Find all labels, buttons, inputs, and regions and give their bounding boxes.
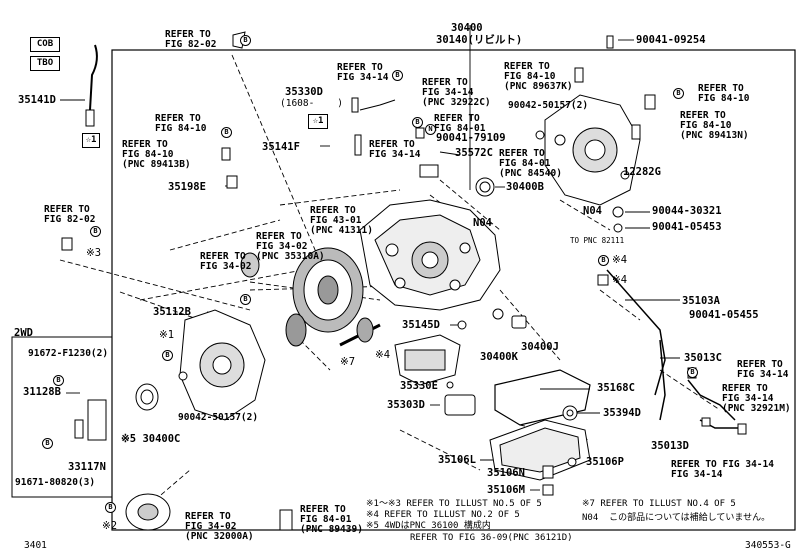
part-90042-50157-a: 90042-50157(2) xyxy=(508,100,589,111)
part-35330D: 35330D xyxy=(285,86,323,98)
label-2wd: 2WD xyxy=(14,327,33,339)
part-35145D: 35145D xyxy=(402,319,440,331)
note-mark-4a: ※4 xyxy=(612,254,628,266)
note-5: ※5 4WDはPNC 36100 構成内 xyxy=(366,521,491,531)
refer-34-14-c[interactable]: REFER TO FIG 34-14 xyxy=(737,359,789,380)
refer-82-02-top[interactable]: REFER TO FIG 82-02 xyxy=(165,29,217,50)
refer-34-14-pnc-32921M[interactable]: REFER TO FIG 34-14 (PNC 32921M) xyxy=(722,383,791,414)
refer-34-14-d[interactable]: REFER TO FIG 34-14 FIG 34-14 xyxy=(671,459,774,480)
part-35103A: 35103A xyxy=(682,295,720,307)
note-mark-1: ※1 xyxy=(159,329,175,341)
note-4: ※4 REFER TO ILLUST NO.2 OF 5 xyxy=(366,510,520,520)
refer-34-14-a[interactable]: REFER TO FIG 34-14 xyxy=(337,62,389,83)
badge-b: B xyxy=(673,88,684,99)
footer-right: 340553-G xyxy=(745,540,791,551)
part-35168C: 35168C xyxy=(597,382,635,394)
part-35013D: 35013D xyxy=(651,440,689,452)
part-35303D: 35303D xyxy=(387,399,425,411)
refer-34-14-pnc-32922C[interactable]: REFER TO FIG 34-14 (PNC 32922C) xyxy=(422,77,491,108)
part-90044-30321: 90044-30321 xyxy=(652,205,722,217)
part-35106P: 35106P xyxy=(586,456,624,468)
note-1-3: ※1～※3 REFER TO ILLUST NO.5 OF 5 xyxy=(366,499,542,509)
part-35106N: 35106N xyxy=(487,467,525,479)
to-pnc-82111: TO PNC 82111 xyxy=(570,236,625,245)
badge-b: B xyxy=(392,70,403,81)
note-7: ※7 REFER TO ILLUST NO.4 OF 5 xyxy=(582,499,736,509)
part-35112B: 35112B xyxy=(153,306,191,318)
note-5-refer: REFER TO FIG 36-09(PNC 36121D) xyxy=(410,533,573,543)
note-mark-3: ※3 xyxy=(86,247,102,259)
refer-84-10-pnc-89637K[interactable]: REFER TO FIG 84-10 (PNC 89637K) xyxy=(504,61,573,92)
refer-34-02-pnc-32000A[interactable]: REFER TO FIG 34-02 (PNC 32000A) xyxy=(185,511,254,542)
part-30400C: ※5 30400C xyxy=(121,433,181,445)
note-mark-7: ※7 xyxy=(340,356,356,368)
part-N04-center: N04 xyxy=(473,217,492,229)
code-box-tbo: TBO xyxy=(30,56,60,71)
part-35141D: 35141D xyxy=(18,94,56,106)
part-30400K: 30400K xyxy=(480,351,518,363)
badge-n: N xyxy=(425,124,436,135)
part-N04-right: N04 xyxy=(583,205,602,217)
badge-b: B xyxy=(412,117,423,128)
part-35198E: 35198E xyxy=(168,181,206,193)
part-35330E: 35330E xyxy=(400,380,438,392)
refer-34-14-b[interactable]: REFER TO FIG 34-14 xyxy=(369,139,421,160)
refer-34-02-a[interactable]: REFER TO FIG 34-02 xyxy=(200,251,252,272)
note-mark-2: ※2 xyxy=(102,520,118,532)
part-90041-05453: 90041-05453 xyxy=(652,221,722,233)
refer-84-10-pnc-89413B[interactable]: REFER TO FIG 84-10 (PNC 89413B) xyxy=(122,139,191,170)
part-35572C: 35572C xyxy=(455,147,493,159)
part-35141F: 35141F xyxy=(262,141,300,153)
part-35013C: 35013C xyxy=(684,352,722,364)
part-35106M: 35106M xyxy=(487,484,525,496)
refer-84-01-pnc-84540[interactable]: REFER TO FIG 84-01 (PNC 84540) xyxy=(499,148,562,179)
star-box-2: ☆1 xyxy=(308,114,328,129)
badge-b: B xyxy=(240,35,251,46)
part-12282G: 12282G xyxy=(623,166,661,178)
part-33117N: 33117N xyxy=(68,461,106,473)
star-box-1: ☆1 xyxy=(82,133,100,148)
refer-84-01-pnc-89439[interactable]: REFER TO FIG 84-01 (PNC 89439) xyxy=(300,504,363,535)
part-35394D: 35394D xyxy=(603,407,641,419)
refer-34-02-pnc-35310A[interactable]: REFER TO FIG 34-02 (PNC 35310A) xyxy=(256,231,325,262)
part-91671-80820: 91671-80820(3) xyxy=(15,477,96,488)
part-30400B: 30400B xyxy=(506,181,544,193)
part-30400J: 30400J xyxy=(521,341,559,353)
badge-b: B xyxy=(598,255,609,266)
part-90041-79109: 90041-79109 xyxy=(436,132,506,144)
badge-b: B xyxy=(42,438,53,449)
part-1608: (1608- ) xyxy=(280,98,343,109)
badge-b: B xyxy=(240,294,251,305)
badge-b: B xyxy=(162,350,173,361)
part-91672-F1230: 91672-F1230(2) xyxy=(28,348,109,359)
refer-84-01-a[interactable]: REFER TO FIG 84-01 xyxy=(434,113,486,134)
code-box-cob: COB xyxy=(30,37,60,52)
footer-left: 3401 xyxy=(24,540,47,551)
part-35106L: 35106L xyxy=(438,454,476,466)
refer-43-01-pnc-41311[interactable]: REFER TO FIG 43-01 (PNC 41311) xyxy=(310,205,373,236)
refer-84-10-left[interactable]: REFER TO FIG 84-10 xyxy=(155,113,207,134)
part-90041-05455: 90041-05455 xyxy=(689,309,759,321)
note-n04: N04 この部品については補給していません。 xyxy=(582,513,771,523)
badge-b: B xyxy=(90,226,101,237)
note-mark-4c: ※4 xyxy=(375,349,391,361)
refer-84-10-pnc-89413N[interactable]: REFER TO FIG 84-10 (PNC 89413N) xyxy=(680,110,749,141)
badge-b: B xyxy=(105,502,116,513)
note-mark-4b: ※4 xyxy=(612,274,628,286)
badge-b: B xyxy=(687,367,698,378)
refer-84-10-right[interactable]: REFER TO FIG 84-10 xyxy=(698,83,750,104)
part-90042-50157-b: 90042-50157(2) xyxy=(178,412,259,423)
part-31128B: 31128B xyxy=(23,386,61,398)
badge-b: B xyxy=(221,127,232,138)
refer-82-02-left[interactable]: REFER TO FIG 82-02 xyxy=(44,204,96,225)
badge-b: B xyxy=(53,375,64,386)
part-90041-09254: 90041-09254 xyxy=(636,34,706,46)
part-30400: 30400 xyxy=(451,22,483,34)
part-30140: 30140(リビルト) xyxy=(436,34,523,46)
